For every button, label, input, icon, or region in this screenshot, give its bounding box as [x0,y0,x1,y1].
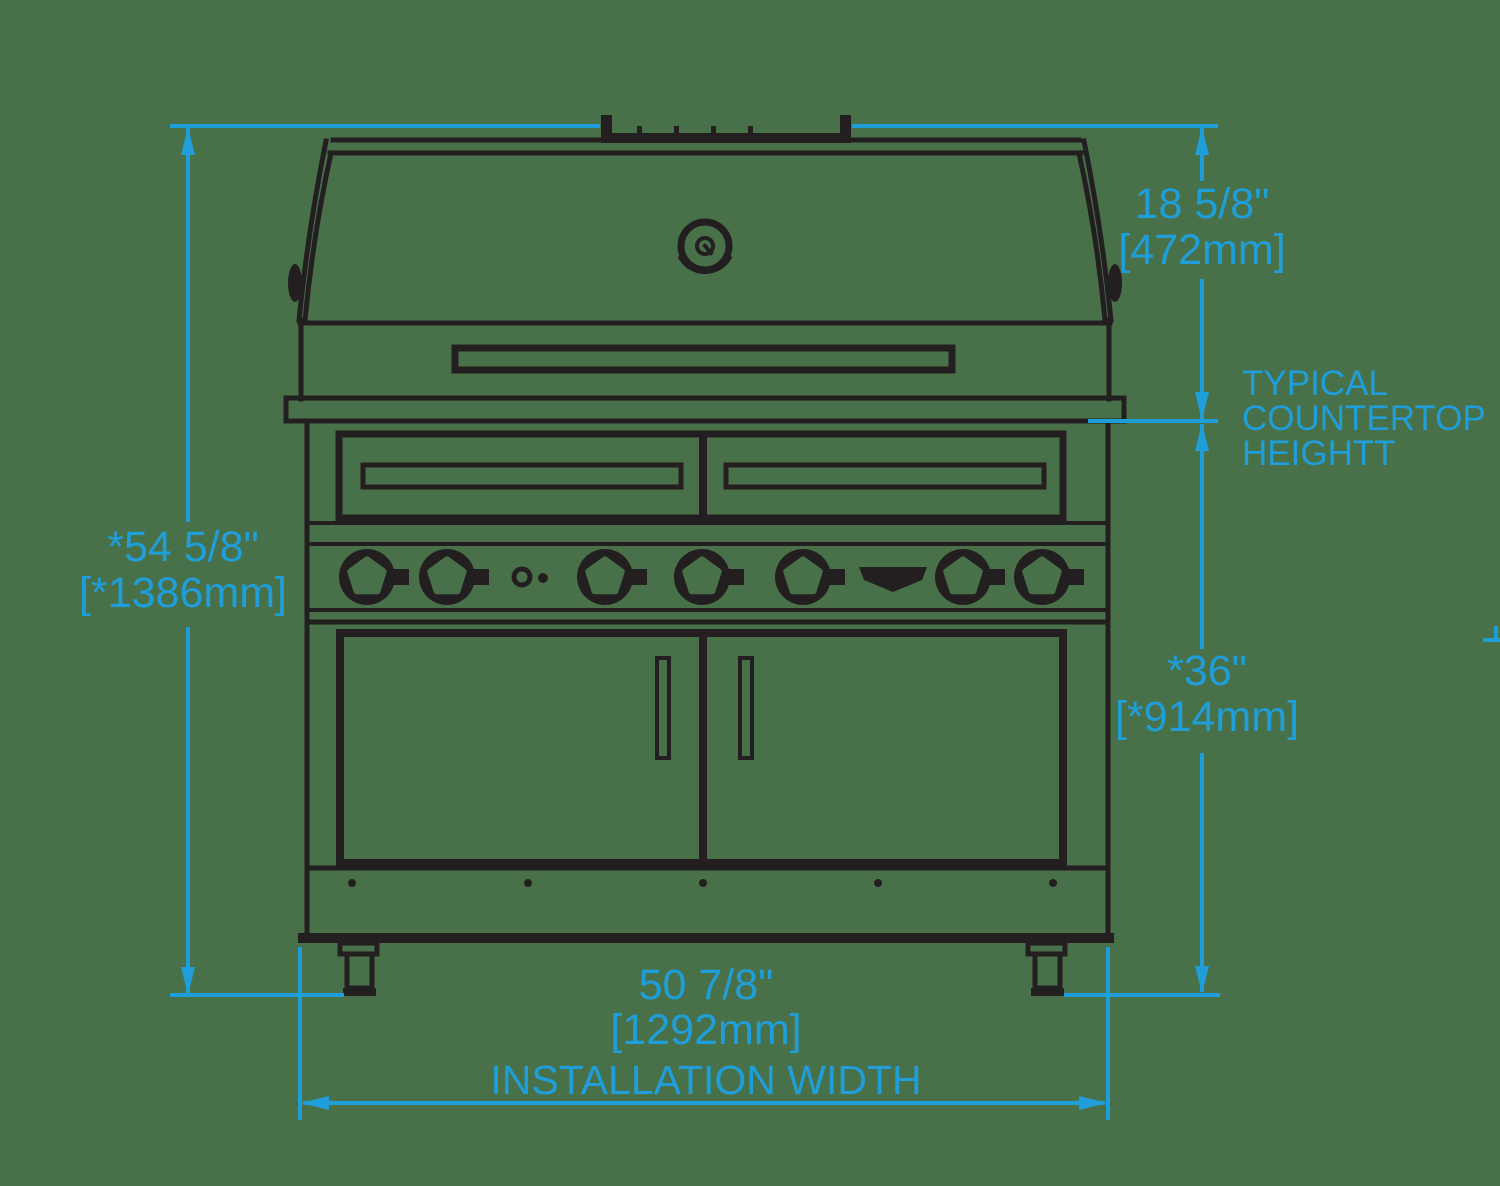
countertop-ledge [283,395,1127,424]
burner-knob [674,549,744,605]
installation-width-metric: [1292mm] [610,1006,802,1054]
clipped-dimension-bracket [1483,626,1500,642]
hinge-lug-right [1108,264,1122,302]
screw-dot [348,879,356,887]
burner-knob [339,549,409,605]
screw-dot [524,879,532,887]
installation-width-imperial: 50 7/8" [638,961,774,1009]
hood-height-imperial: 18 5/8" [1134,180,1270,228]
base-height-label: *36" [*914mm] [1082,648,1332,740]
leg-left [340,943,377,996]
burner-knob [935,549,1005,605]
drawer-right-handle [723,462,1047,490]
igniter-button [511,566,548,588]
thermometer-icon [677,218,733,275]
dim-overall-height-line [170,127,344,997]
hood-vent [601,115,851,143]
overall-height-label: *54 5/8" [*1386mm] [58,524,308,616]
door-handle-left [655,656,671,760]
dim-installation-width-line [298,947,1110,1120]
grill-drawing [283,115,1127,996]
leg-right [1028,943,1065,996]
base-height-imperial: *36" [1167,647,1247,695]
cabinet-doors [336,629,1067,867]
countertop-note-line: HEIGHTT [1242,434,1396,473]
installation-width-text: INSTALLATION WIDTH [490,1057,922,1103]
lid-handle [451,344,956,374]
countertop-note: TYPICAL COUNTERTOP HEIGHTT [1242,366,1486,471]
installation-width-label: 50 7/8" [1292mm] INSTALLATION WIDTH [406,961,1006,1104]
hinge-lug-left [288,264,302,302]
drawer-section [335,430,1067,522]
door-handle-right [738,656,754,760]
dim-hood-height-line [1195,127,1209,420]
burner-knob [1014,549,1084,605]
hood-height-label: 18 5/8" [472mm] [1077,181,1327,273]
screw-dot [699,879,707,887]
screw-dot [1049,879,1057,887]
control-panel [304,521,1111,625]
base-panel [298,865,1114,943]
brand-badge [859,567,927,592]
base-height-metric: [*914mm] [1114,693,1299,741]
burner-knob [775,549,845,605]
countertop-note-line: TYPICAL [1242,364,1388,403]
drawer-left-handle [360,462,684,490]
overall-height-imperial: *54 5/8" [107,523,259,571]
screw-dot [874,879,882,887]
overall-height-metric: [*1386mm] [79,569,287,617]
dim-base-height-line [1064,423,1220,997]
grill-hood [288,115,1122,402]
burner-knob [577,549,647,605]
hood-height-metric: [472mm] [1118,226,1286,274]
burner-knob [419,549,489,605]
countertop-note-line: COUNTERTOP [1242,399,1486,438]
dimension-lines [170,124,1500,1120]
